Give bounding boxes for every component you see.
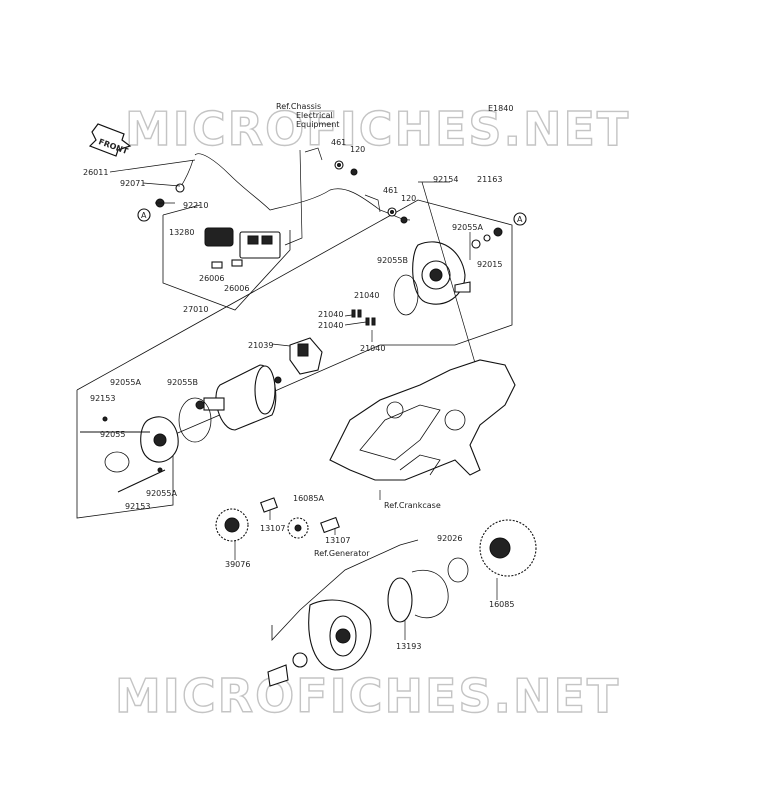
part-number: 21163 xyxy=(477,175,502,184)
relay-boundary xyxy=(162,215,291,311)
front-cover-icon xyxy=(80,416,179,493)
callout-a-left: A xyxy=(137,208,151,222)
part-number: 13193 xyxy=(396,642,421,651)
part-number: 21040 xyxy=(318,321,343,330)
part-number: 26006 xyxy=(224,284,249,293)
part-number: 92055A xyxy=(146,489,177,498)
part-number: 120 xyxy=(350,145,365,154)
front-arrow-icon: FRONT xyxy=(88,123,132,157)
part-number: 26011 xyxy=(83,168,108,177)
label-ref-generator: Ref.Generator xyxy=(314,549,370,558)
part-number: 92210 xyxy=(183,201,208,210)
part-number: 16085 xyxy=(489,600,514,609)
label-ref-crankcase: Ref.Crankcase xyxy=(384,501,441,510)
part-number: 39076 xyxy=(225,560,250,569)
part-number: 92055 xyxy=(100,430,125,439)
part-number: 92055B xyxy=(377,256,408,265)
starter-cable xyxy=(194,153,411,221)
starter-motor-icon xyxy=(178,364,282,443)
starter-boundary xyxy=(76,199,513,519)
nut-icon xyxy=(155,160,408,224)
label-ref-chassis-3: Equipment xyxy=(296,120,339,129)
part-number: 461 xyxy=(331,138,346,147)
part-number: 27010 xyxy=(183,305,208,314)
svg-text:A: A xyxy=(141,211,147,220)
part-number: 92026 xyxy=(437,534,462,543)
part-number: 21040 xyxy=(360,344,385,353)
part-number: 26006 xyxy=(199,274,224,283)
part-number: 13280 xyxy=(169,228,194,237)
brush-set-icon xyxy=(289,309,376,375)
part-number: 92071 xyxy=(120,179,145,188)
part-number: 92153 xyxy=(125,502,150,511)
gear-icon xyxy=(215,497,340,542)
part-number: 13107 xyxy=(325,536,350,545)
watermark-bottom: MICROFICHES.NET xyxy=(115,669,620,723)
watermark-top: MICROFICHES.NET xyxy=(125,102,630,156)
part-number: 92055B xyxy=(167,378,198,387)
svg-text:A: A xyxy=(517,215,523,224)
leader-lines xyxy=(109,159,498,640)
part-number: 21039 xyxy=(248,341,273,350)
diagram-code: E1840 xyxy=(488,104,513,113)
label-ref-chassis-1: Ref.Chassis xyxy=(276,102,321,111)
generator-icon xyxy=(267,519,537,687)
part-number: 92055A xyxy=(452,223,483,232)
starter-relay-icon xyxy=(204,227,281,269)
part-number: 92015 xyxy=(477,260,502,269)
part-number: 13107 xyxy=(260,524,285,533)
part-number: 21040 xyxy=(354,291,379,300)
label-ref-chassis-2: Electrical xyxy=(296,111,333,120)
part-number: 21040 xyxy=(318,310,343,319)
part-number: 120 xyxy=(401,194,416,203)
end-cover-icon xyxy=(393,181,503,381)
callout-a-right: A xyxy=(513,212,527,226)
part-number: 92055A xyxy=(110,378,141,387)
part-number: 461 xyxy=(383,186,398,195)
part-number: 92153 xyxy=(90,394,115,403)
crankcase-icon xyxy=(329,359,516,481)
part-number: 16085A xyxy=(293,494,324,503)
part-number: 92154 xyxy=(433,175,458,184)
